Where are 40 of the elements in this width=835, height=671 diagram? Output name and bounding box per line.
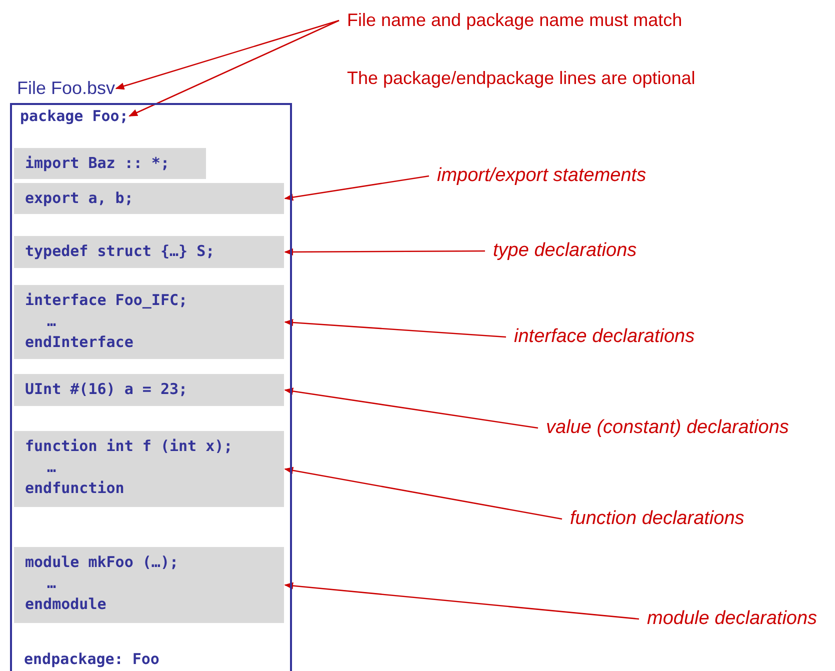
code-line: import Baz :: *;	[25, 153, 170, 174]
annotation-label: value (constant) declarations	[546, 417, 789, 439]
code-line: function int f (int x);	[25, 436, 233, 457]
code-block	[14, 547, 284, 623]
code-block	[14, 374, 284, 406]
arrow	[284, 248, 485, 256]
arrow	[284, 582, 640, 620]
code-line: interface Foo_IFC;	[25, 290, 188, 311]
arrow	[128, 20, 340, 117]
code-line: …	[47, 311, 56, 332]
code-block	[14, 285, 284, 359]
code-line: …	[47, 457, 56, 478]
annotation-label: type declarations	[493, 240, 637, 262]
note-text: File name and package name must match	[347, 10, 682, 31]
code-line: endpackage: Foo	[24, 650, 160, 668]
code-line: package Foo;	[20, 107, 128, 125]
code-line: …	[47, 573, 56, 594]
code-line: module mkFoo (…);	[25, 552, 179, 573]
annotation-label: module declarations	[647, 608, 818, 630]
code-line: endmodule	[25, 594, 106, 615]
annotation-label: interface declarations	[514, 326, 695, 348]
arrow	[284, 388, 538, 429]
arrow	[284, 175, 430, 201]
code-block	[14, 183, 284, 214]
code-block	[14, 431, 284, 507]
code-line: endInterface	[25, 332, 134, 353]
code-line: endfunction	[25, 478, 124, 499]
arrow	[284, 466, 562, 520]
annotation-label: import/export statements	[437, 165, 646, 187]
file-box	[10, 103, 292, 671]
code-block	[14, 148, 206, 179]
arrow	[115, 20, 340, 90]
code-block	[14, 236, 284, 268]
annotation-label: function declarations	[570, 508, 744, 530]
code-line: UInt #(16) a = 23;	[25, 379, 188, 400]
note-text: The package/endpackage lines are optional	[347, 68, 696, 89]
file-name-heading: File Foo.bsv	[17, 78, 116, 99]
code-line: export a, b;	[25, 188, 134, 209]
code-line: typedef struct {…} S;	[25, 241, 215, 262]
arrow	[284, 318, 506, 338]
